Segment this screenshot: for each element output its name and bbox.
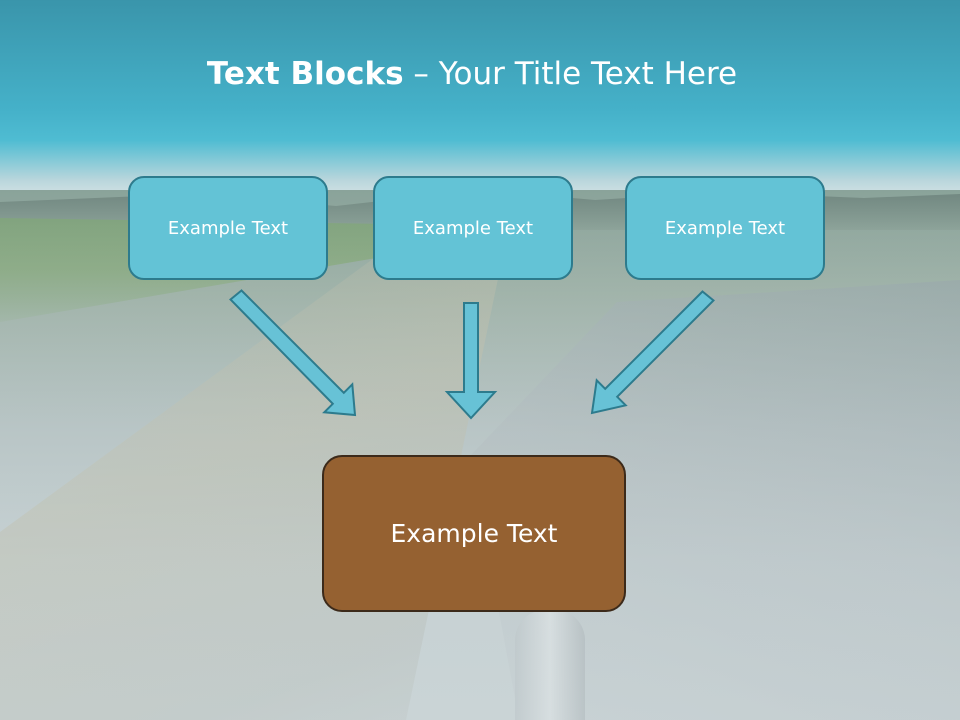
text-block-3[interactable]: Example Text bbox=[625, 176, 825, 280]
text-block-2[interactable]: Example Text bbox=[373, 176, 573, 280]
title-bold: Text Blocks bbox=[206, 56, 404, 92]
main-text-block[interactable]: Example Text bbox=[322, 455, 626, 612]
background-exhaust-pipe bbox=[515, 610, 585, 720]
slide-title: Text Blocks – Your Title Text Here bbox=[0, 56, 944, 92]
text-block-3-label: Example Text bbox=[664, 217, 786, 239]
title-rest: – Your Title Text Here bbox=[403, 56, 738, 92]
text-block-1[interactable]: Example Text bbox=[128, 176, 328, 280]
background-sky bbox=[0, 0, 960, 200]
text-block-1-label: Example Text bbox=[167, 217, 289, 239]
main-text-block-label: Example Text bbox=[390, 519, 558, 548]
text-block-2-label: Example Text bbox=[412, 217, 534, 239]
